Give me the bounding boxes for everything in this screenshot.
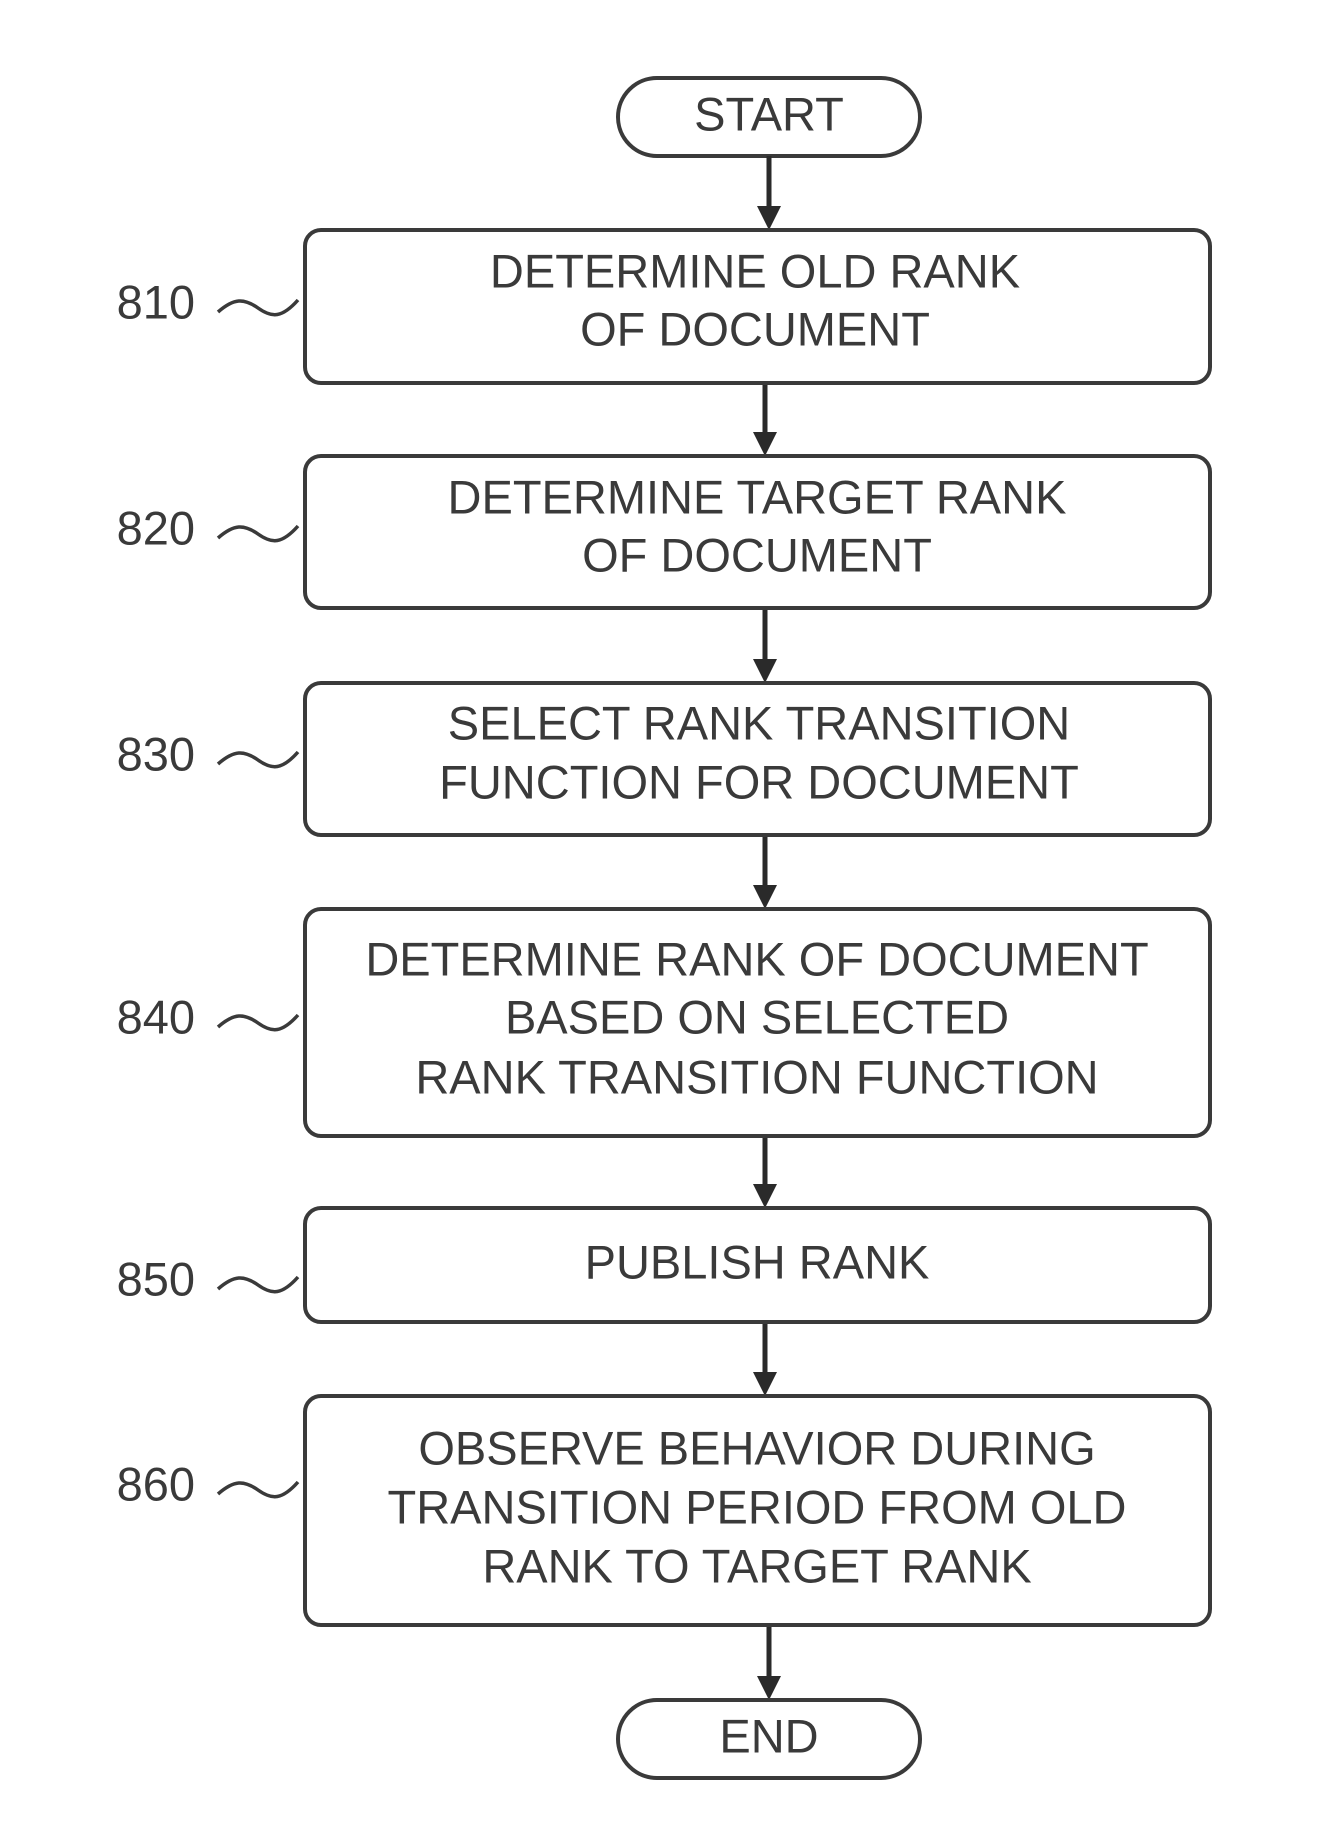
step-850: PUBLISH RANK 850 — [117, 1206, 1212, 1324]
step-860-leader-line — [216, 1480, 300, 1499]
start-terminal: START — [616, 76, 922, 158]
arrow-810-to-820 — [753, 383, 777, 456]
step-820-leader-line — [216, 524, 300, 543]
step-810-leader-line — [216, 298, 300, 317]
arrow-start-to-810 — [757, 156, 781, 230]
step-810-line-2: OF DOCUMENT — [580, 302, 930, 355]
end-terminal-shape — [616, 1698, 922, 1780]
step-830-line-2: FUNCTION FOR DOCUMENT — [439, 755, 1079, 808]
step-860-line-2: TRANSITION PERIOD FROM OLD — [388, 1480, 1127, 1533]
step-860-line-3: RANK TO TARGET RANK — [482, 1539, 1031, 1592]
step-840-line-3: RANK TRANSITION FUNCTION — [415, 1050, 1098, 1103]
step-850-ref-label: 850 — [117, 1252, 195, 1305]
end-terminal-label: END — [719, 1709, 818, 1762]
step-840-ref-label: 840 — [117, 990, 195, 1043]
step-840-line-2: BASED ON SELECTED — [505, 990, 1009, 1043]
step-830-line-1: SELECT RANK TRANSITION — [448, 696, 1070, 749]
step-830-ref-label: 830 — [117, 727, 195, 780]
arrow-830-to-840 — [753, 835, 777, 909]
step-840-box — [303, 907, 1212, 1138]
step-860-line-1: OBSERVE BEHAVIOR DURING — [418, 1421, 1095, 1474]
start-terminal-label: START — [694, 87, 844, 140]
step-810-line-1: DETERMINE OLD RANK — [490, 244, 1020, 297]
step-820-ref-label: 820 — [117, 501, 195, 554]
step-820-box — [303, 454, 1212, 610]
step-820-line-2: OF DOCUMENT — [582, 528, 932, 581]
step-820-line-1: DETERMINE TARGET RANK — [448, 470, 1067, 523]
step-860-ref-label: 860 — [117, 1457, 195, 1510]
arrow-850-to-860 — [753, 1322, 777, 1396]
step-860-box — [303, 1394, 1212, 1627]
step-850-box — [303, 1206, 1212, 1324]
step-810-box — [303, 228, 1212, 385]
step-810-ref-label: 810 — [117, 275, 195, 328]
arrow-820-to-830 — [753, 608, 777, 683]
step-830: SELECT RANK TRANSITION FUNCTION FOR DOCU… — [117, 681, 1212, 837]
step-840-leader-line — [216, 1013, 300, 1032]
step-820: DETERMINE TARGET RANK OF DOCUMENT 820 — [117, 454, 1212, 610]
step-850-leader-line — [216, 1275, 300, 1294]
end-terminal: END — [616, 1698, 922, 1780]
connectors — [753, 156, 781, 1700]
arrow-860-to-end — [757, 1625, 781, 1700]
step-850-line-1: PUBLISH RANK — [585, 1235, 930, 1288]
step-860: OBSERVE BEHAVIOR DURING TRANSITION PERIO… — [117, 1394, 1212, 1627]
step-840-line-1: DETERMINE RANK OF DOCUMENT — [365, 932, 1148, 985]
step-830-box — [303, 681, 1212, 837]
arrow-840-to-850 — [753, 1136, 777, 1208]
step-830-leader-line — [216, 750, 300, 769]
step-840: DETERMINE RANK OF DOCUMENT BASED ON SELE… — [117, 907, 1212, 1138]
step-810: DETERMINE OLD RANK OF DOCUMENT 810 — [117, 228, 1212, 385]
